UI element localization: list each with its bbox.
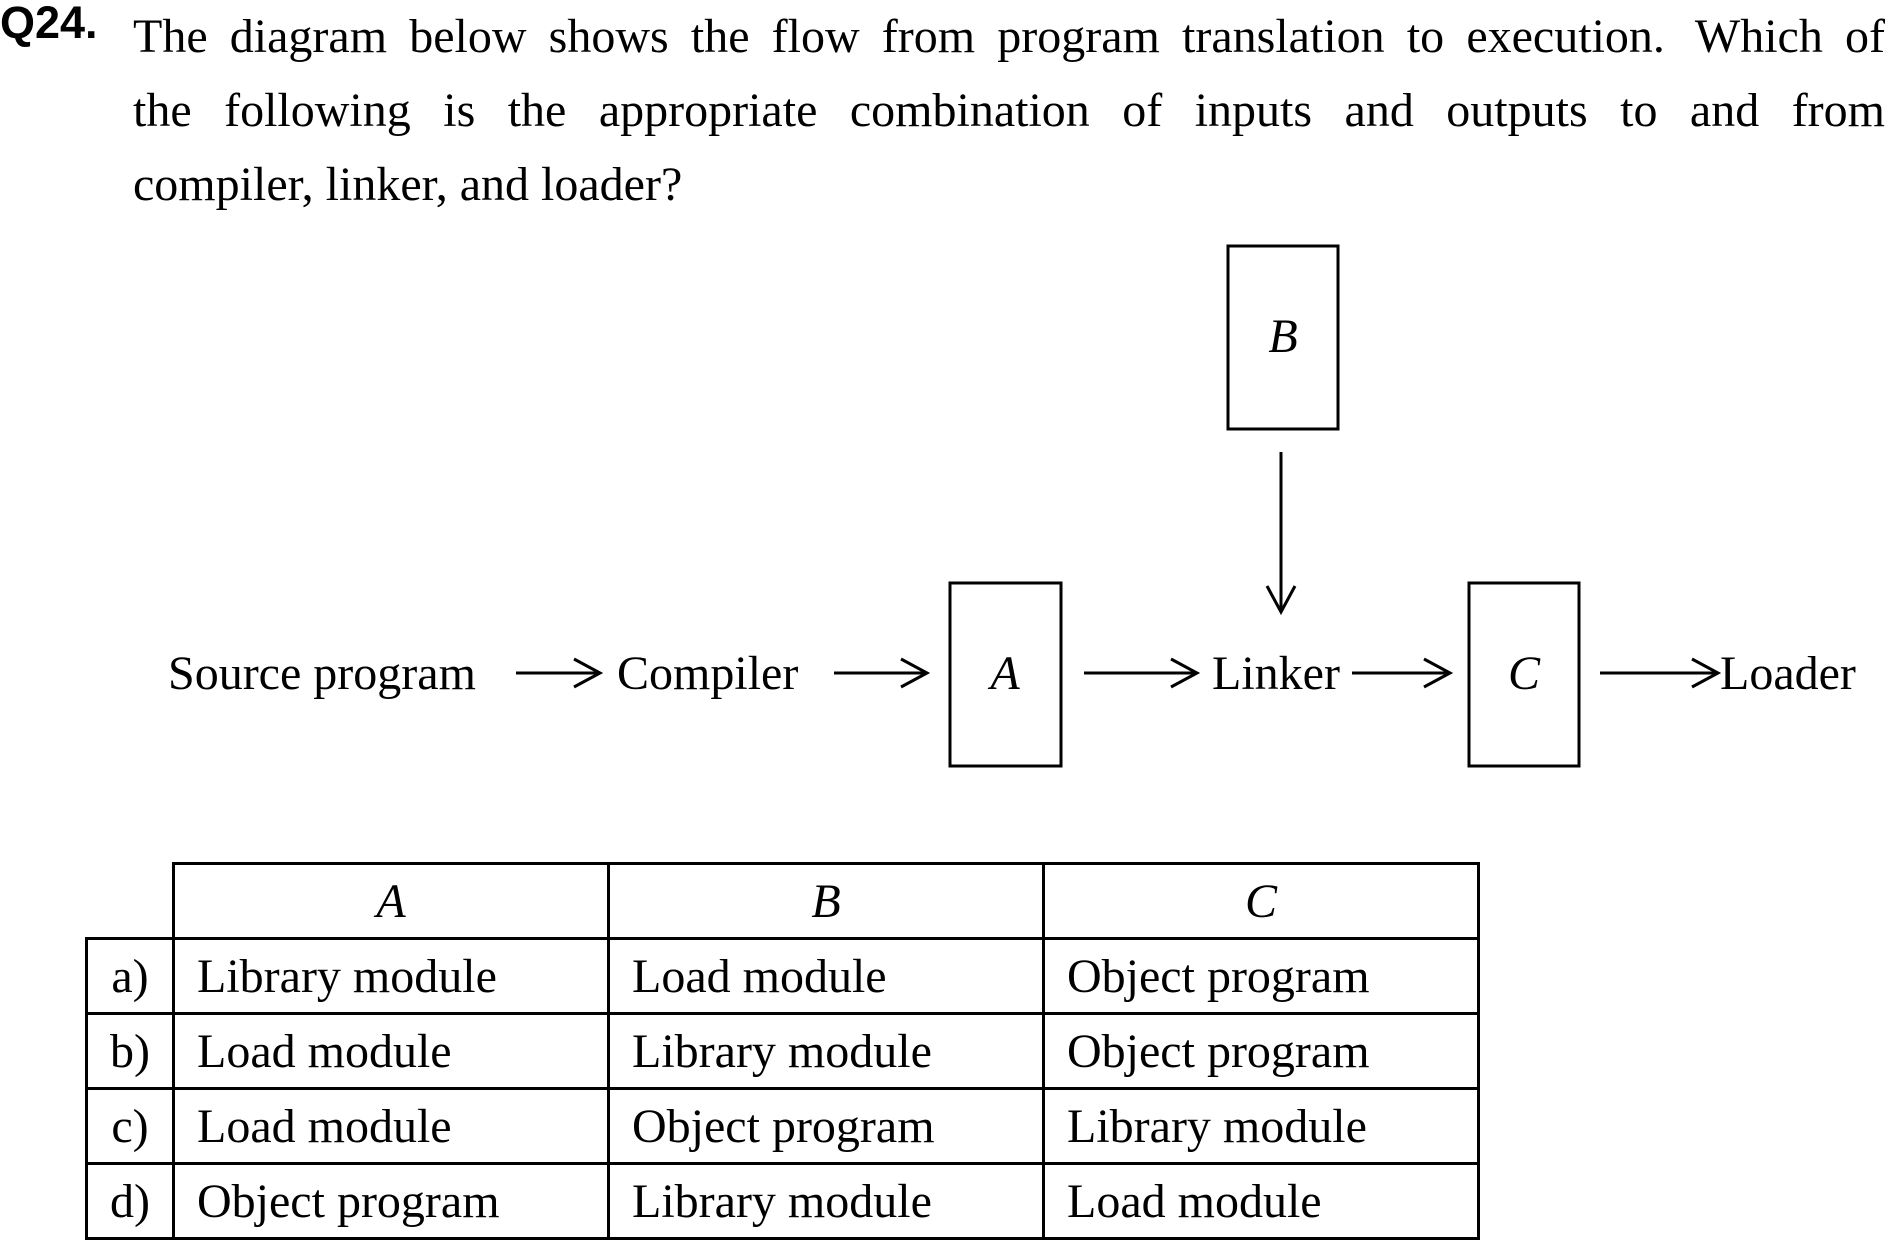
cell-c: Object program	[1042, 937, 1480, 1015]
option-label: a)	[85, 937, 175, 1015]
question-line-1a: The diagram below shows the flow from pr…	[133, 10, 1665, 63]
table-row: c) Load module Object program Library mo…	[85, 1087, 1480, 1165]
cell-b: Library module	[607, 1012, 1045, 1090]
option-label: d)	[85, 1162, 175, 1240]
cell-c: Object program	[1042, 1012, 1480, 1090]
cell-c: Load module	[1042, 1162, 1480, 1240]
cell-a: Object program	[172, 1162, 610, 1240]
question-line-1b: Which of	[1694, 10, 1885, 63]
box-b-label: B	[1268, 310, 1297, 363]
arrow-a-to-linker	[1084, 657, 1201, 689]
question-number: Q24.	[0, 0, 98, 48]
linker-label: Linker	[1212, 647, 1340, 700]
compiler-label: Compiler	[617, 647, 798, 700]
cell-a: Load module	[172, 1087, 610, 1165]
answer-table: A B C a) Library module Load module Obje…	[85, 862, 1480, 1240]
question-text: The diagram below shows the flow from pr…	[133, 0, 1885, 222]
cell-c: Library module	[1042, 1087, 1480, 1165]
cell-b: Object program	[607, 1087, 1045, 1165]
table-row: a) Library module Load module Object pro…	[85, 937, 1480, 1015]
question-line-3: compiler, linker, and loader?	[133, 158, 683, 211]
arrow-linker-to-c	[1352, 657, 1454, 689]
option-label: c)	[85, 1087, 175, 1165]
question-line-2: the following is the appropriate combina…	[133, 84, 1885, 137]
table-corner	[86, 863, 175, 940]
source-program-label: Source program	[168, 647, 476, 700]
table-row: d) Object program Library module Load mo…	[85, 1162, 1480, 1240]
box-a-label: A	[987, 647, 1020, 700]
header-b: B	[607, 862, 1045, 940]
cell-b: Library module	[607, 1162, 1045, 1240]
question-line-1: The diagram below shows the flow from pr…	[133, 0, 1885, 74]
option-label: b)	[85, 1012, 175, 1090]
arrow-b-to-linker	[1265, 452, 1297, 616]
cell-a: Library module	[172, 937, 610, 1015]
flow-diagram: Source program Compiler A B Linker	[168, 244, 1856, 768]
box-c-label: C	[1508, 647, 1541, 700]
arrow-source-to-compiler	[516, 657, 604, 689]
box-c	[1467, 581, 1581, 768]
box-a	[948, 581, 1063, 768]
loader-label: Loader	[1720, 647, 1856, 700]
cell-a: Load module	[172, 1012, 610, 1090]
header-a: A	[172, 862, 610, 940]
table-header-row: A B C	[86, 862, 1480, 940]
arrow-c-to-loader	[1600, 657, 1722, 689]
header-c: C	[1042, 862, 1480, 940]
box-b	[1226, 244, 1340, 431]
arrow-compiler-to-a	[834, 657, 931, 689]
table-row: b) Load module Library module Object pro…	[85, 1012, 1480, 1090]
cell-b: Load module	[607, 937, 1045, 1015]
